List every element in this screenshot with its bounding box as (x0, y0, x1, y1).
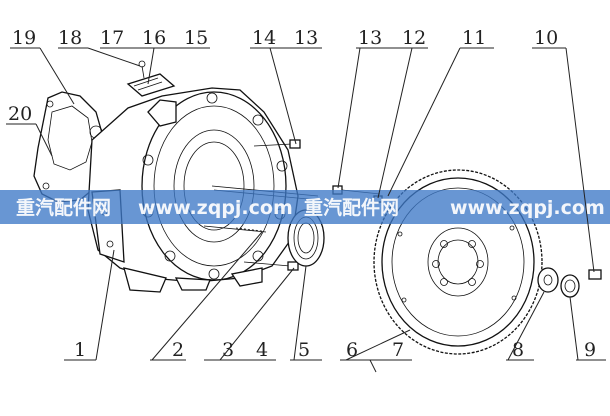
label-6: 6 (346, 339, 358, 361)
label-13-right: 13 (358, 27, 382, 49)
label-2: 2 (172, 339, 184, 361)
label-19: 19 (12, 27, 36, 49)
label-15: 15 (184, 27, 208, 49)
label-14: 14 (252, 27, 276, 49)
label-1: 1 (74, 339, 86, 361)
watermark-text-4: www.zqpj.com (450, 197, 605, 219)
washer (537, 267, 559, 293)
label-10: 10 (534, 27, 558, 49)
label-3: 3 (222, 339, 234, 361)
leader-lines (6, 47, 606, 373)
flywheel-housing (87, 87, 299, 293)
label-18: 18 (58, 27, 82, 49)
label-4: 4 (256, 339, 268, 361)
label-11: 11 (462, 27, 486, 49)
label-17: 17 (100, 27, 124, 49)
label-20: 20 (8, 103, 32, 125)
watermark-text-3: 重汽配件网 (304, 196, 399, 219)
watermark-band (0, 190, 610, 224)
label-13-left: 13 (294, 27, 318, 49)
label-12: 12 (402, 27, 426, 49)
label-7: 7 (392, 339, 404, 361)
watermark-text-1: 重汽配件网 (16, 196, 111, 219)
label-16: 16 (142, 27, 166, 49)
label-5: 5 (298, 339, 310, 361)
watermark-text-2: www.zqpj.com (138, 197, 293, 219)
label-8: 8 (512, 339, 524, 361)
part-labels: 19 18 17 16 15 14 13 13 12 11 10 20 1 2 … (8, 27, 596, 361)
label-9: 9 (584, 339, 596, 361)
bearing (560, 274, 580, 298)
